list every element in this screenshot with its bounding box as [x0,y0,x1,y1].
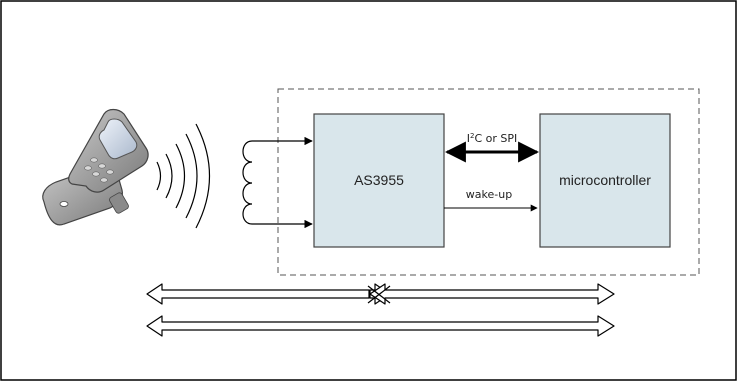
mcu-block [539,113,671,248]
range-arrow-right [367,283,615,305]
system-boundary [277,88,700,276]
radio-waves-icon [156,123,210,229]
mcu-label: microcontroller [559,172,651,188]
range-arrow-left [146,283,391,305]
range-arrow-full [146,315,615,337]
bus-label: I2C or SPI [467,132,518,145]
chip-block [313,113,445,248]
wake-label: wake-up [466,188,512,201]
antenna-coil-icon [242,136,313,229]
mobile-phone-icon [42,108,149,226]
chip-label: AS3955 [354,172,404,188]
